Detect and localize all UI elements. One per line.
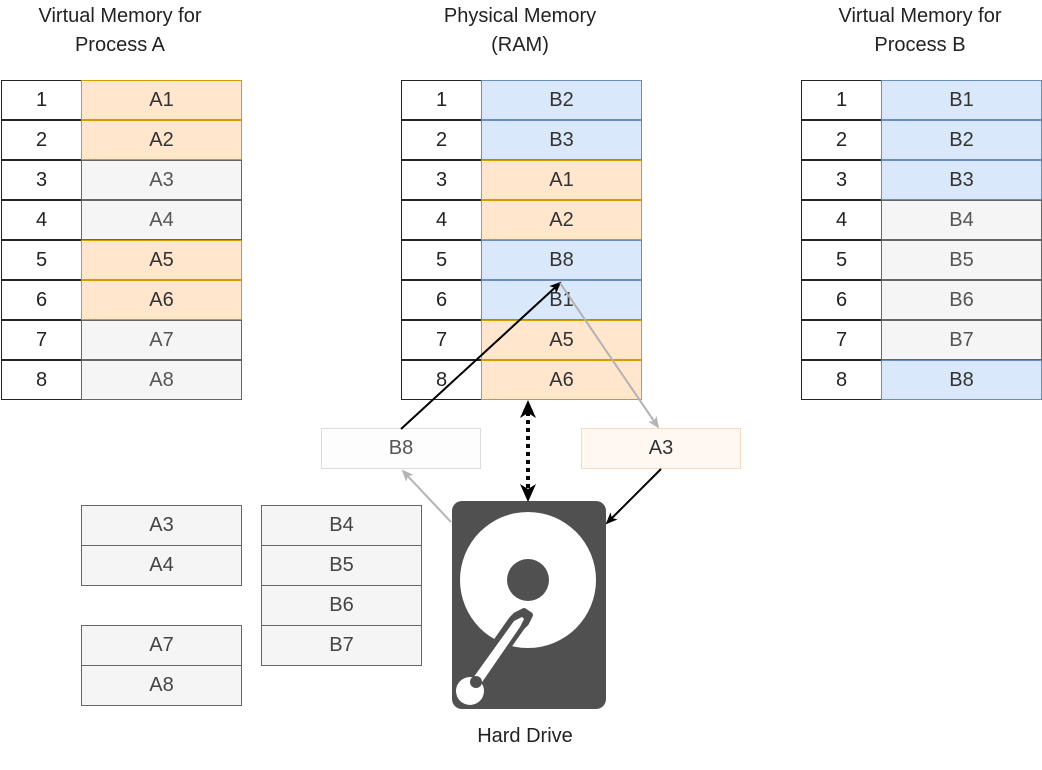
process-a-page-cell: A8	[81, 360, 242, 400]
arrow-ram-to-swap-out	[559, 282, 660, 429]
process-a-slot-number: 7	[1, 320, 82, 360]
process-b-slot-number: 6	[801, 280, 882, 320]
process-b-page-cell: B3	[881, 160, 1042, 200]
process-a-slot-number: 4	[1, 200, 82, 240]
process-b-page-cell: B2	[881, 120, 1042, 160]
process-b-slot-number: 8	[801, 360, 882, 400]
disk-page-cell: A4	[81, 545, 242, 586]
process-a-slot-number: 6	[1, 280, 82, 320]
process-a-slot-number: 2	[1, 120, 82, 160]
process-b-slot-number: 4	[801, 200, 882, 240]
process-a-page-cell: A3	[81, 160, 242, 200]
disk-page-cell: B7	[261, 625, 422, 666]
process-a-title: Virtual Memory for Process A	[38, 5, 202, 56]
ram-page-cell: B8	[481, 240, 642, 280]
process-a-slot-number: 8	[1, 360, 82, 400]
ram-page-cell: B2	[481, 80, 642, 120]
ram-slot-number: 5	[401, 240, 482, 280]
arrow-swap-out-to-disk	[605, 468, 662, 525]
ram-page-cell: A6	[481, 360, 642, 400]
process-a-page-cell: A4	[81, 200, 242, 240]
process-b-slot-number: 2	[801, 120, 882, 160]
ram-slot-number: 2	[401, 120, 482, 160]
arrow-swap-in-to-ram	[400, 281, 562, 430]
ram-page-cell: B3	[481, 120, 642, 160]
process-b-page-cell: B7	[881, 320, 1042, 360]
process-b-slot-number: 5	[801, 240, 882, 280]
physical-memory-title: Physical Memory (RAM)	[443, 5, 597, 56]
process-a-page-cell: A2	[81, 120, 242, 160]
ram-slot-number: 3	[401, 160, 482, 200]
ram-page-cell: A1	[481, 160, 642, 200]
disk-page-cell: A8	[81, 665, 242, 706]
process-b-page-cell: B5	[881, 240, 1042, 280]
hard-drive-icon	[452, 501, 606, 709]
disk-page-cell: B6	[261, 585, 422, 626]
process-a-page-cell: A1	[81, 80, 242, 120]
process-b-page-cell: B8	[881, 360, 1042, 400]
disk-page-cell: A3	[81, 505, 242, 546]
ram-page-cell: A2	[481, 200, 642, 240]
process-a-slot-number: 1	[1, 80, 82, 120]
arrow-disk-to-swap-in	[401, 469, 452, 523]
process-a-page-cell: A7	[81, 320, 242, 360]
swap-out-page-a3: A3	[581, 428, 741, 469]
ram-slot-number: 6	[401, 280, 482, 320]
process-a-slot-number: 3	[1, 160, 82, 200]
ram-page-cell: A5	[481, 320, 642, 360]
ram-slot-number: 7	[401, 320, 482, 360]
hard-drive-label: Hard Drive	[477, 725, 573, 747]
disk-page-cell: B4	[261, 505, 422, 546]
process-a-slot-number: 5	[1, 240, 82, 280]
process-b-slot-number: 3	[801, 160, 882, 200]
process-b-title: Virtual Memory for Process B	[838, 5, 1002, 56]
process-b-page-cell: B1	[881, 80, 1042, 120]
ram-slot-number: 1	[401, 80, 482, 120]
ram-page-cell: B1	[481, 280, 642, 320]
process-a-page-cell: A5	[81, 240, 242, 280]
process-a-page-cell: A6	[81, 280, 242, 320]
